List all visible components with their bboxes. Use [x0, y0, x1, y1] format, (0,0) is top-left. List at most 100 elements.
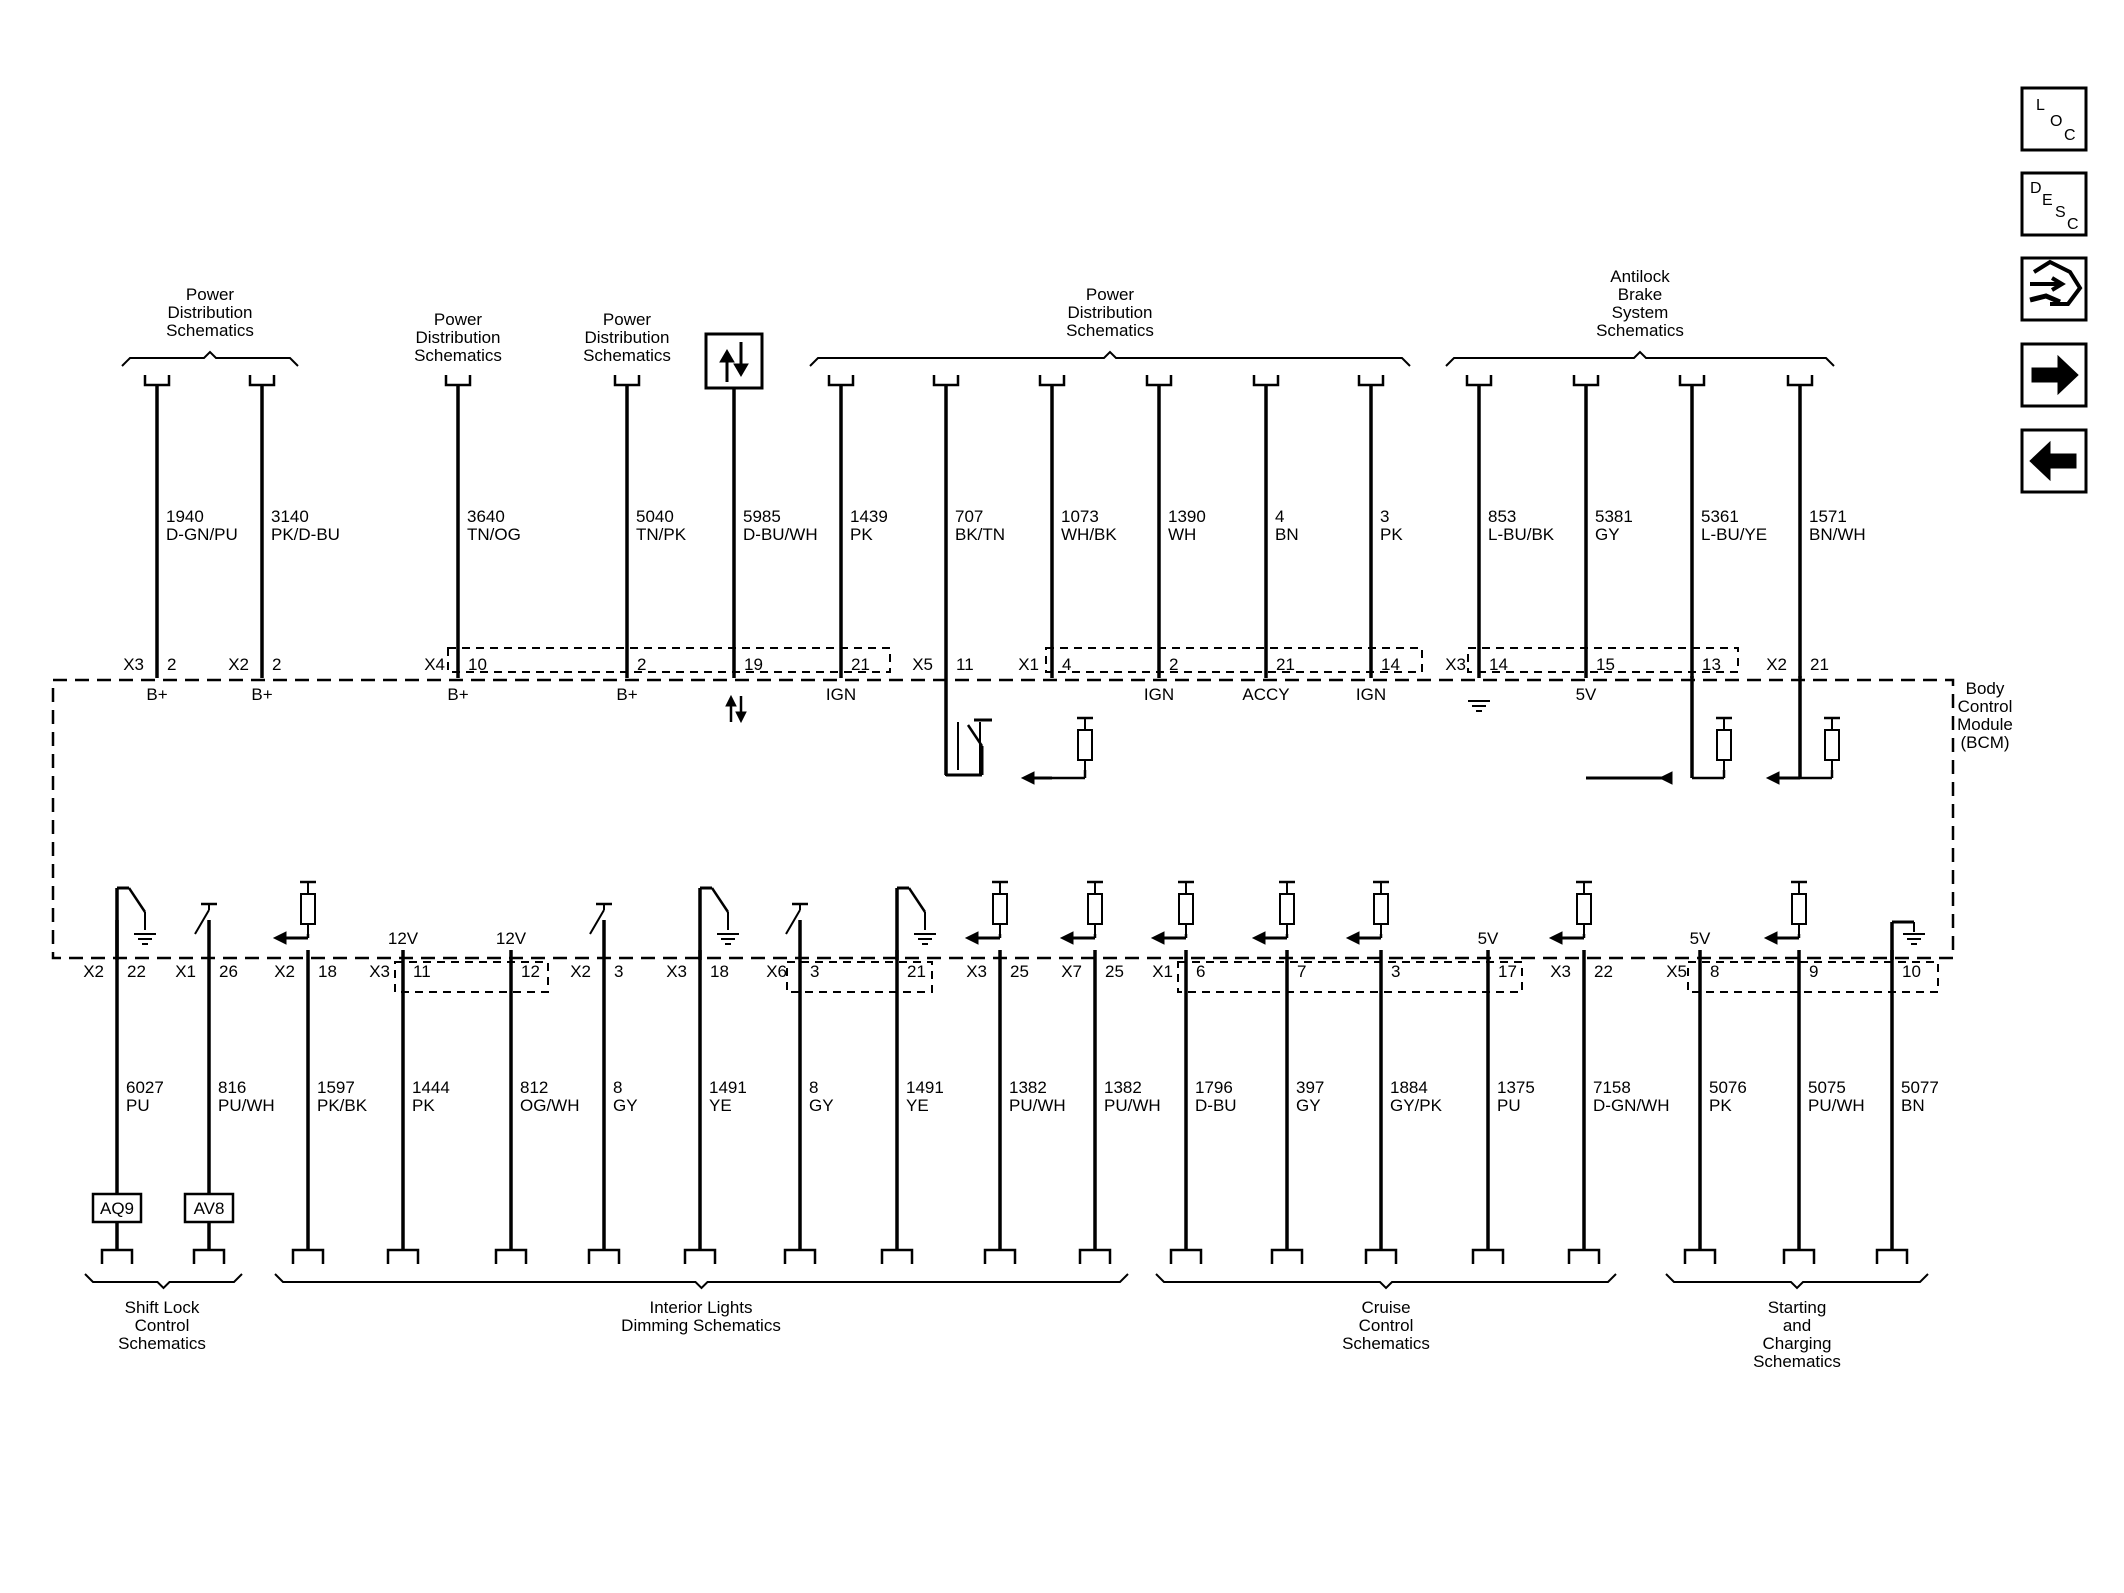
resistor-icon [300, 880, 316, 934]
icon-letter: E [2042, 192, 2053, 209]
wire-color: WH/BK [1061, 525, 1117, 544]
group-label-line: Cruise [1361, 1298, 1410, 1317]
ground-icon [134, 933, 156, 945]
circuit-number: 1390 [1168, 507, 1206, 526]
wire-segment [907, 887, 927, 913]
pin-number: 18 [710, 962, 729, 981]
signal-arrow-icon [964, 931, 979, 945]
terminal-connector [1782, 1248, 1816, 1264]
pin-number: 14 [1489, 655, 1508, 674]
signal-arrow-icon [1345, 931, 1360, 945]
ground-icon [914, 933, 936, 945]
circuit-number: 5361 [1701, 507, 1739, 526]
circuit-number: 5075 [1808, 1078, 1846, 1097]
wire-color: PK/D-BU [271, 525, 340, 544]
loc-button[interactable]: LOC [2020, 86, 2088, 152]
terminal-connector [1270, 1248, 1304, 1264]
group-label-line: Module [1957, 715, 2013, 734]
nav-button-frame[interactable] [2020, 171, 2088, 237]
circuit-number: 1491 [709, 1078, 747, 1097]
wire-color: TN/PK [636, 525, 687, 544]
resistor-icon [1824, 716, 1840, 770]
circuit-number: 5985 [743, 507, 781, 526]
connector-split-box [394, 961, 549, 993]
pin-number: 12 [521, 962, 540, 981]
terminal-connector [1169, 1248, 1203, 1264]
terminal-connector [1683, 1248, 1717, 1264]
circuit-number: 1597 [317, 1078, 355, 1097]
terminal-connector [613, 375, 641, 387]
pin-function: 5V [1478, 929, 1499, 948]
connector-views-button[interactable] [2020, 256, 2088, 322]
wire-color: BN [1275, 525, 1299, 544]
connector-id: X2 [83, 962, 104, 981]
wire-segment [710, 887, 730, 913]
connector-id: X1 [1152, 962, 1173, 981]
pin-number: 13 [1702, 655, 1721, 674]
resistor-body [1576, 893, 1592, 925]
pin-number: 21 [1810, 655, 1829, 674]
circuit-number: 5076 [1709, 1078, 1747, 1097]
wire-color: GY [1595, 525, 1620, 544]
pin-number: 3 [614, 962, 623, 981]
resistor-body [1178, 893, 1194, 925]
circuit-number: 3 [1380, 507, 1389, 526]
pin-number: 14 [1381, 655, 1400, 674]
terminal-connector [880, 1248, 914, 1264]
circuit-number: 1439 [850, 507, 888, 526]
pin-function: B+ [146, 685, 167, 704]
icon-letter: C [2064, 127, 2076, 144]
group-label-line: Distribution [1067, 303, 1152, 322]
resistor-icon [1087, 880, 1103, 934]
wire-color: PU/WH [1808, 1096, 1865, 1115]
icon-letter: O [2050, 113, 2062, 130]
terminal-connector [1038, 375, 1066, 387]
serial-data-icon [704, 332, 764, 390]
group-bracket [1445, 350, 1835, 367]
terminal-connector [494, 1248, 528, 1264]
pin-number: 22 [127, 962, 146, 981]
nav-button-frame[interactable] [2020, 86, 2088, 152]
ground-icon [717, 933, 739, 945]
previous-page-button[interactable] [2020, 428, 2088, 494]
resistor-body [1373, 893, 1389, 925]
wire-color: PK [1380, 525, 1403, 544]
pin-function: B+ [447, 685, 468, 704]
terminal-connector [1786, 375, 1814, 387]
resistor-body [1279, 893, 1295, 925]
connector-split-box [1045, 647, 1423, 673]
group-label-line: Distribution [415, 328, 500, 347]
wire-color: D-BU [1195, 1096, 1237, 1115]
wire-color: TN/OG [467, 525, 521, 544]
wrench-shape [2029, 293, 2061, 305]
group-label-line: Power [1086, 285, 1135, 304]
wire-color: YE [906, 1096, 929, 1115]
signal-arrow-icon [1658, 771, 1673, 785]
wire-segment [966, 724, 984, 747]
group-bracket [1665, 1273, 1929, 1290]
group-label-line: Schematics [1753, 1352, 1841, 1371]
connector-id: X5 [1666, 962, 1687, 981]
group-label-line: Schematics [1066, 321, 1154, 340]
pin-number: 21 [851, 655, 870, 674]
resistor-icon [1716, 716, 1732, 770]
group-label-line: Schematics [583, 346, 671, 365]
next-page-button[interactable] [2020, 342, 2088, 408]
connector-id: X1 [1018, 655, 1039, 674]
circuit-number: 3640 [467, 507, 505, 526]
